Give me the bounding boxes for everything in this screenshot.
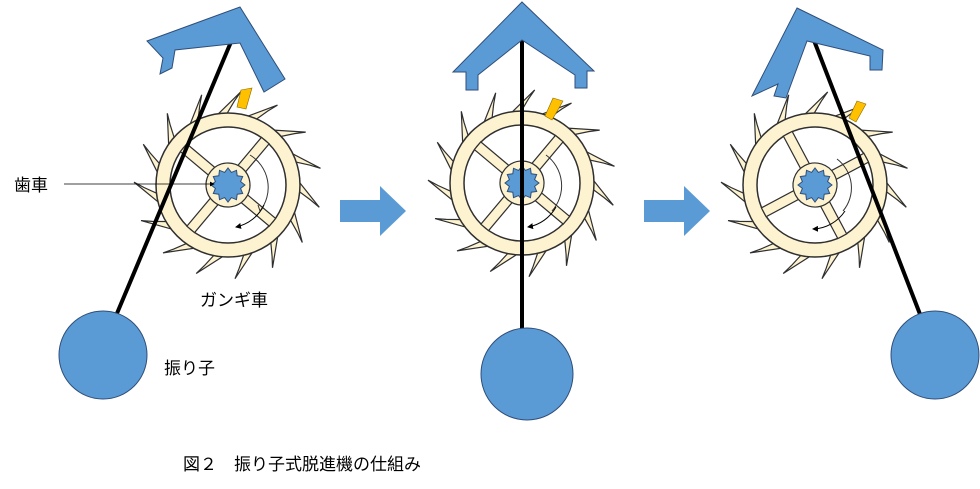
escape-wheel-1: [133, 91, 321, 280]
pinion-gear: [797, 167, 833, 203]
label-gear: 歯車: [14, 176, 48, 196]
label-escape-wheel: ガンギ車: [200, 291, 268, 311]
anchor-2: [451, 1, 596, 91]
rotation-arrow: [527, 206, 557, 230]
anchor-1: [146, 6, 286, 93]
pendulum-bob-2: [480, 327, 574, 421]
caption: 図２ 振り子式脱進機の仕組み: [183, 455, 421, 475]
transition-arrow-1: [340, 186, 406, 236]
rotation-arrow: [812, 210, 846, 232]
pallet-tip-1: [236, 87, 253, 110]
frame-2: [427, 1, 615, 421]
transition-arrow-2: [644, 186, 710, 236]
pinion-teeth: [797, 167, 833, 203]
rotation-arrow: [235, 204, 265, 229]
anchor-3: [750, 7, 884, 99]
pallet-tip-3: [848, 100, 867, 123]
pallet-tip-2: [544, 97, 564, 121]
label-pendulum: 振り子: [164, 359, 215, 379]
frame-3: [720, 7, 980, 400]
pendulum-rod-1: [108, 29, 238, 331]
escape-wheel-3: [720, 91, 908, 280]
frame-1: [58, 6, 321, 400]
pendulum-bob-1: [58, 310, 148, 400]
pendulum-rod-3: [806, 24, 932, 341]
pendulum-bob-3: [890, 310, 980, 400]
